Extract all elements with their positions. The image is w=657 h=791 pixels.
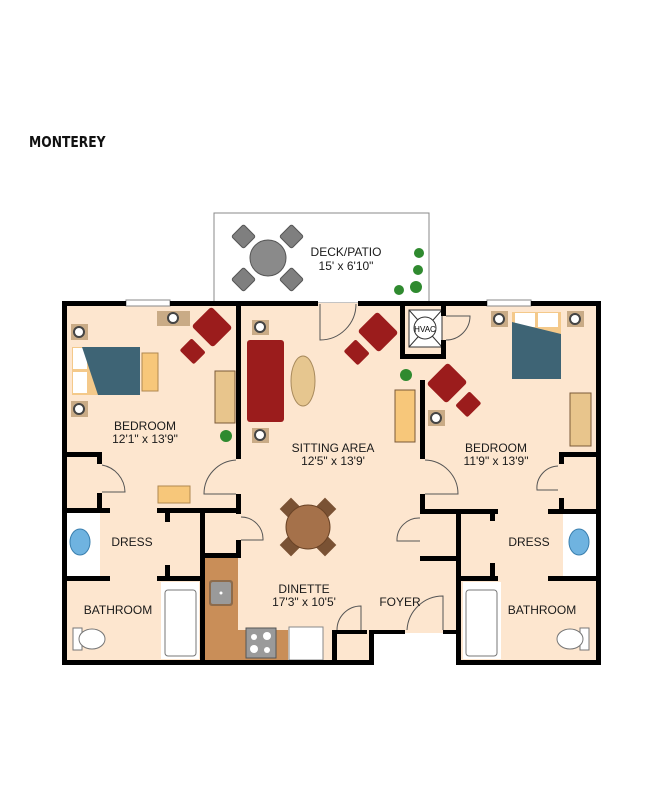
bathroom-left-label: BATHROOM <box>84 603 152 617</box>
desk <box>394 389 416 443</box>
dresser <box>141 352 159 392</box>
sitting-area-label: SITTING AREA <box>292 441 375 455</box>
toilet-icon <box>556 627 590 651</box>
dress-right-label: DRESS <box>508 535 549 549</box>
dinette-label: DINETTE <box>278 582 329 596</box>
stove-icon <box>245 627 277 659</box>
deck-patio: DECK/PATIO 15' x 6'10" <box>213 212 430 304</box>
vanity-right <box>563 512 597 577</box>
bathroom-right-label: BATHROOM <box>508 603 576 617</box>
nightstand-lamp-icon <box>71 311 190 417</box>
dresser <box>569 392 592 447</box>
deck-label: DECK/PATIO <box>311 245 382 259</box>
fridge <box>288 626 324 661</box>
bed-left <box>72 347 140 395</box>
plant-icon <box>400 369 412 381</box>
vanity-left <box>66 512 100 577</box>
window <box>486 299 532 307</box>
foyer-label: FOYER <box>379 595 421 609</box>
bedroom-left-label: BEDROOM <box>114 419 176 433</box>
kitchen <box>205 557 324 661</box>
bench <box>157 485 191 504</box>
door-swings <box>101 303 559 631</box>
nightstand-lamp-icon <box>428 311 584 426</box>
dining-table-icon <box>279 497 337 557</box>
dinette-size: 17'3" x 10'5' <box>272 595 336 609</box>
sitting-area-size: 12'5" x 13'9' <box>301 454 365 468</box>
plant-icon <box>394 248 424 295</box>
bedroom-left-size: 12'1" x 13'9" <box>112 432 178 446</box>
bed-right <box>512 312 561 379</box>
deck-size: 15' x 6'10" <box>319 259 374 273</box>
window <box>125 299 171 307</box>
sofa-icon <box>247 340 284 422</box>
plant-icon <box>220 430 232 442</box>
desk <box>214 370 236 424</box>
floorplan-title: MONTEREY <box>29 133 106 151</box>
hvac-unit: HVAC <box>408 309 443 348</box>
dress-left-label: DRESS <box>111 535 152 549</box>
coffee-table <box>290 355 316 407</box>
walls <box>62 301 601 665</box>
bathtub-left <box>161 582 199 659</box>
toilet-icon <box>72 627 106 651</box>
bedroom-right-label: BEDROOM <box>465 441 527 455</box>
hvac-label: HVAC <box>414 325 436 334</box>
bedroom-right-size: 11'9" x 13'9" <box>464 454 529 468</box>
armchair-icon <box>180 307 232 364</box>
armchair-icon <box>427 363 481 417</box>
armchair-icon <box>344 312 398 365</box>
patio-table <box>231 224 304 292</box>
bathtub-right <box>463 582 501 659</box>
